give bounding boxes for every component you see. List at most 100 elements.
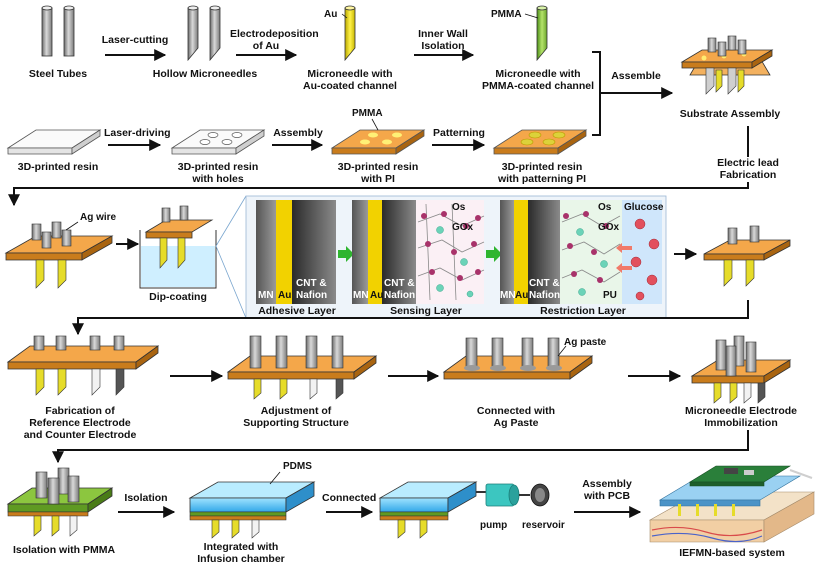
label-assemble: Assemble	[611, 70, 661, 82]
electric-lead-line-2: Fabrication	[719, 169, 777, 181]
tag-reservoir: reservoir	[522, 520, 565, 531]
resin-pi-line-2: with PI	[361, 173, 395, 185]
tag-pmma-resin: PMMA	[352, 108, 383, 119]
tag-cnt-2: CNT & Nafion	[384, 278, 415, 302]
cnt-1-line-1: CNT &	[296, 278, 327, 289]
pmma-isolation-art	[6, 467, 114, 537]
label-isolation: Isolation	[124, 492, 168, 504]
label-mn-immob: Microneedle Electrode Immobilization	[676, 405, 806, 429]
label-assembly: Assembly	[273, 127, 323, 139]
label-ref-counter: Fabrication of Reference Electrode and C…	[10, 405, 150, 441]
connected-ag-line-2: Ag Paste	[493, 417, 539, 429]
coated-assembly-art	[703, 225, 791, 287]
label-isolation-pmma: Isolation with PMMA	[12, 544, 116, 556]
label-connected-ag: Connected with Ag Paste	[456, 405, 576, 429]
ref-counter-line-3: and Counter Electrode	[23, 429, 137, 441]
tag-glucose: Glucose	[624, 202, 664, 213]
assemble-bracket	[592, 51, 601, 136]
label-resin-pattern-pi: 3D-printed resin with patterning PI	[486, 161, 598, 185]
resin-holes-art	[170, 129, 266, 155]
tag-os-1: Os	[452, 202, 466, 213]
resin-pi-line-1: 3D-printed resin	[337, 161, 419, 173]
adhesive-layer-art	[256, 200, 336, 304]
tag-ag-paste: Ag paste	[564, 337, 607, 348]
mn-immob-line-2: Immobilization	[704, 417, 778, 429]
dip-coating-art	[139, 205, 217, 289]
electric-lead-line-1: Electric lead	[717, 157, 779, 169]
label-electric-lead: Electric lead Fabrication	[700, 157, 796, 181]
label-mn-pmma-channel: Microneedle with PMMA-coated channel	[478, 68, 598, 92]
au-microneedle-art	[341, 5, 356, 62]
cnt-2-line-2: Nafion	[384, 290, 416, 301]
mn-immob-line-1: Microneedle Electrode	[684, 405, 798, 417]
tag-pdms: PDMS	[283, 461, 312, 472]
connector-row3-row4	[72, 300, 749, 336]
green-arrow-2	[486, 246, 502, 262]
cnt-1-line-2: Nafion	[296, 290, 328, 301]
tag-au-1: Au	[278, 290, 292, 301]
label-substrate-assembly: Substrate Assembly	[679, 108, 781, 120]
mn-pmma-line-1: Microneedle with	[495, 68, 581, 80]
label-laser-cutting: Laser-cutting	[101, 34, 169, 46]
tag-mn-3: MN	[500, 290, 516, 301]
label-restriction-layer: Restriction Layer	[540, 305, 626, 317]
cnt-2-line-1: CNT &	[384, 278, 415, 289]
tag-pump: pump	[480, 520, 508, 531]
tag-os-2: Os	[598, 202, 612, 213]
label-assembly-pcb: Assembly with PCB	[574, 478, 640, 502]
green-arrow-1	[338, 246, 354, 262]
resin-pattern-line-2: with patterning PI	[497, 173, 587, 185]
mn-pmma-line-2: PMMA-coated channel	[481, 80, 594, 92]
label-infusion: Integrated with Infusion chamber	[184, 541, 298, 565]
ref-counter-line-1: Fabrication of	[45, 405, 115, 417]
adjust-line-2: Supporting Structure	[243, 417, 349, 429]
pmma-microneedle-art	[524, 5, 548, 62]
label-steel-tubes: Steel Tubes	[28, 68, 88, 80]
resin-pi-art	[330, 118, 426, 155]
ag-wire-assembly-art	[4, 221, 114, 289]
steel-tubes-art	[41, 5, 75, 57]
label-patterning: Patterning	[433, 127, 485, 139]
label-iefmn-system: IEFMN-based system	[679, 547, 785, 559]
ag-paste-art	[442, 337, 594, 380]
tag-mn-2: MN	[353, 290, 369, 301]
mn-au-line-1: Microneedle with	[307, 68, 393, 80]
mn-au-line-2: Au-coated channel	[303, 80, 397, 92]
tag-cnt-1: CNT & Nafion	[296, 278, 327, 302]
tag-mn-1: MN	[258, 290, 274, 301]
label-connected: Connected	[322, 492, 377, 504]
label-resin-pi: 3D-printed resin with PI	[326, 161, 430, 185]
resin-pattern-pi-art	[492, 129, 588, 155]
tag-pmma-needle: PMMA	[491, 9, 522, 20]
electrodeposition-line-2: of Au	[252, 40, 280, 52]
tag-gox-1: GOx	[452, 222, 474, 233]
connector-row2-row3	[8, 182, 749, 207]
label-laser-driving: Laser-driving	[104, 127, 171, 139]
restriction-layer-art	[500, 200, 662, 304]
substrate-assembly-art	[680, 35, 774, 95]
ref-counter-line-2: Reference Electrode	[29, 417, 131, 429]
tag-au: Au	[324, 9, 338, 20]
adjust-line-1: Adjustment of	[260, 405, 332, 417]
sensing-layer-art	[352, 200, 485, 304]
resin-pattern-line-1: 3D-printed resin	[501, 161, 583, 173]
infusion-chamber-art	[188, 471, 316, 539]
connector-row4-row5	[52, 430, 749, 464]
assembly-pcb-line-2: with PCB	[583, 490, 631, 502]
iefmn-system-art	[648, 465, 816, 543]
tag-ag-wire: Ag wire	[80, 212, 117, 223]
label-electrodeposition: Electrodeposition of Au	[230, 28, 319, 52]
label-inner-wall: Inner Wall Isolation	[410, 28, 476, 52]
tag-pu: PU	[603, 290, 617, 301]
label-resin-holes: 3D-printed resin with holes	[166, 161, 270, 185]
label-hollow-microneedles: Hollow Microneedles	[152, 68, 258, 80]
immobilization-art	[690, 335, 792, 404]
resin-holes-line-1: 3D-printed resin	[177, 161, 259, 173]
support-structure-art	[226, 335, 378, 400]
resin-art	[6, 129, 102, 155]
label-mn-au-channel: Microneedle with Au-coated channel	[298, 68, 402, 92]
label-sensing-layer: Sensing Layer	[390, 305, 462, 317]
assembly-pcb-line-1: Assembly	[582, 478, 632, 490]
